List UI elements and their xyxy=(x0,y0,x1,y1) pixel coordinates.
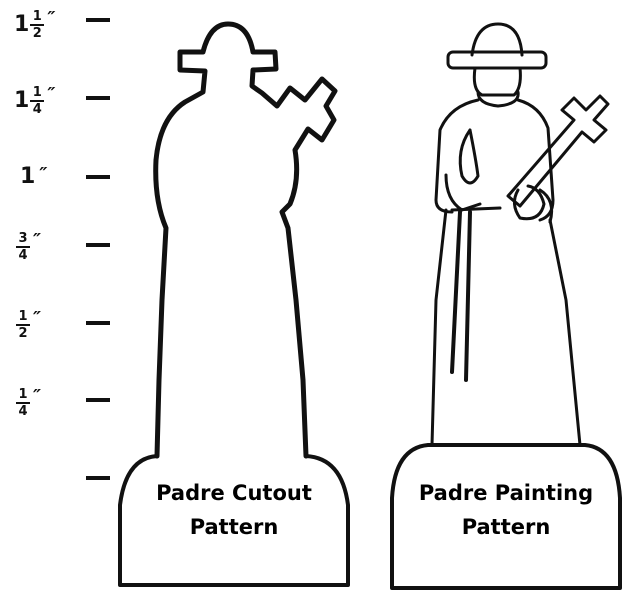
ruler-tick xyxy=(86,321,110,325)
painting-caption-line2: Pattern xyxy=(461,515,551,539)
inch-mark: ″ xyxy=(33,308,42,329)
inch-mark: ″ xyxy=(47,8,56,29)
cutout-silhouette xyxy=(153,21,338,459)
ruler-tick xyxy=(86,175,110,179)
ruler-tick xyxy=(86,18,110,22)
painting-caption: Padre Painting Pattern xyxy=(394,476,618,544)
ruler-tick xyxy=(86,476,110,480)
fraction-numerator: 3 xyxy=(18,231,28,246)
cutout-caption: Padre Cutout Pattern xyxy=(122,476,346,544)
fraction-denominator: 4 xyxy=(18,248,28,263)
painting-base xyxy=(390,443,622,590)
ruler-whole: 1 xyxy=(14,12,30,37)
fraction-denominator: 4 xyxy=(32,102,42,117)
ruler-whole: 1 xyxy=(20,164,36,189)
fraction-denominator: 2 xyxy=(18,326,28,341)
fraction-numerator: 1 xyxy=(18,387,28,402)
inch-mark: ″ xyxy=(33,230,42,251)
fraction-numerator: 1 xyxy=(32,9,42,24)
cutout-base xyxy=(118,454,350,587)
painting-figure xyxy=(430,22,610,447)
ruler-whole: 1 xyxy=(14,88,30,113)
inch-mark: ″ xyxy=(39,164,48,185)
fraction-numerator: 1 xyxy=(18,309,28,324)
fraction-denominator: 4 xyxy=(18,404,28,419)
painting-caption-line1: Padre Painting xyxy=(418,481,594,505)
fraction-denominator: 2 xyxy=(32,26,42,41)
inch-mark: ″ xyxy=(47,84,56,105)
cutout-caption-line2: Pattern xyxy=(189,515,279,539)
ruler-tick xyxy=(86,243,110,247)
ruler-tick xyxy=(86,96,110,100)
cutout-caption-line1: Padre Cutout xyxy=(156,481,312,505)
inch-mark: ″ xyxy=(33,386,42,407)
ruler-label-1: 1″ xyxy=(20,166,47,188)
fraction-numerator: 1 xyxy=(32,85,42,100)
ruler-tick xyxy=(86,398,110,402)
